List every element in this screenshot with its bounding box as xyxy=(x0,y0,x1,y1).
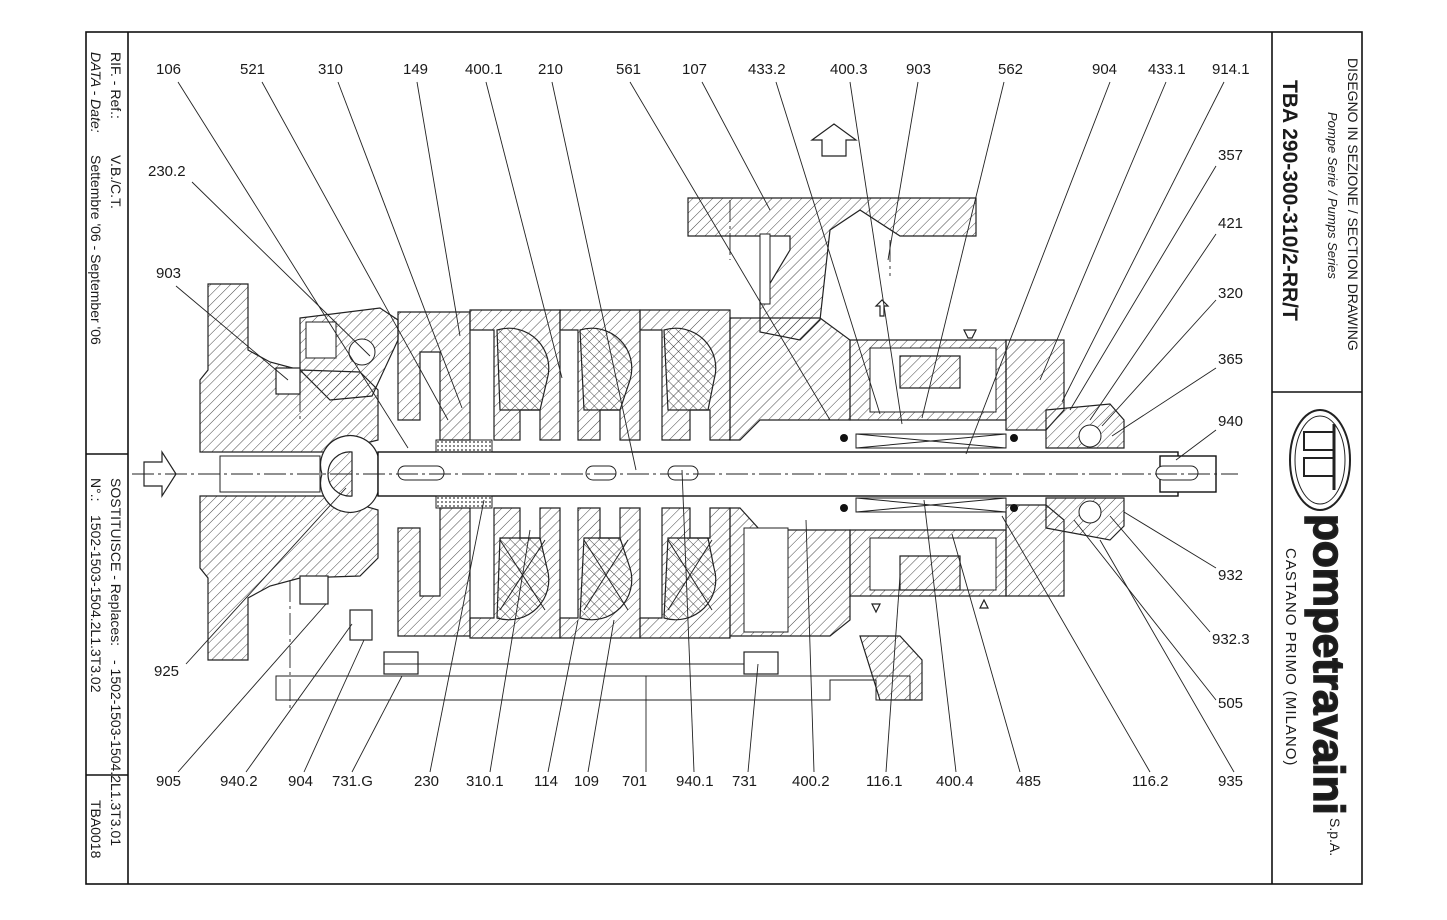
callout-365: 365 xyxy=(1218,351,1243,368)
callout-310-1: 310.1 xyxy=(466,773,504,790)
callouts-left: 230.2 903 925 xyxy=(148,163,186,680)
callout-940-2: 940.2 xyxy=(220,773,258,790)
pump-section xyxy=(132,123,1238,712)
callout-731: 731 xyxy=(732,773,757,790)
left-title-block: RIF. - Ref.: V.B./C.T. DATA - Date: Sett… xyxy=(88,52,124,859)
stage-casings-bottom xyxy=(397,507,731,639)
callout-935: 935 xyxy=(1218,773,1243,790)
right-title-block: DISEGNO IN SEZIONE / SECTION DRAWING Pom… xyxy=(1278,58,1361,856)
company-logo-icon xyxy=(1289,409,1351,511)
callout-932: 932 xyxy=(1218,567,1243,584)
date-value: Settembre '06 - September '06 xyxy=(88,155,104,345)
callout-925: 925 xyxy=(154,663,179,680)
callout-400-2: 400.2 xyxy=(792,773,830,790)
callout-904-top: 904 xyxy=(1092,61,1117,78)
bearing-housing xyxy=(840,299,1125,614)
ref-value: V.B./C.T. xyxy=(108,155,124,209)
callout-230-2: 230.2 xyxy=(148,163,186,180)
callout-914-1: 914.1 xyxy=(1212,61,1250,78)
leader-lines xyxy=(175,81,1235,773)
number-value: 1502-1503-1504.2L1.3T3.02 xyxy=(88,515,104,693)
callout-107: 107 xyxy=(682,61,707,78)
number-label: N°.: xyxy=(88,478,104,502)
callout-400-4: 400.4 xyxy=(936,773,974,790)
model-title: TBA 290-300-310/2-RR/T xyxy=(1278,80,1301,321)
callout-310: 310 xyxy=(318,61,343,78)
callout-561: 561 xyxy=(616,61,641,78)
replaces-value: - 1502-1503-1504.2L1.3T3.01 xyxy=(108,660,124,846)
drawing-heading: DISEGNO IN SEZIONE / SECTION DRAWING xyxy=(1345,58,1361,351)
callout-731-g: 731.G xyxy=(332,773,373,790)
callout-433-1: 433.1 xyxy=(1148,61,1186,78)
callout-485: 485 xyxy=(1016,773,1041,790)
company-location: CASTANO PRIMO (MILANO) xyxy=(1282,548,1299,766)
callout-230: 230 xyxy=(414,773,439,790)
stage-casings-top xyxy=(397,309,731,441)
callout-903-top: 903 xyxy=(906,61,931,78)
drawing-subheading: Pompe Serie / Pumps Series xyxy=(1325,112,1340,279)
replaces-label: SOSTITUISCE - Replaces: xyxy=(108,478,124,646)
callout-903-left: 903 xyxy=(156,265,181,282)
callouts-right: 357 421 320 365 940 932 932.3 505 xyxy=(1212,147,1250,712)
callout-940: 940 xyxy=(1218,413,1243,430)
callout-521: 521 xyxy=(240,61,265,78)
discharge-casing xyxy=(687,123,977,637)
callout-421: 421 xyxy=(1218,215,1243,232)
callout-904-bottom: 904 xyxy=(288,773,313,790)
callout-320: 320 xyxy=(1218,285,1243,302)
date-label: DATA - Date: xyxy=(88,52,104,133)
callouts-top: 106 521 310 149 400.1 210 561 107 433.2 … xyxy=(156,61,1250,78)
callout-505: 505 xyxy=(1218,695,1243,712)
callout-562: 562 xyxy=(998,61,1023,78)
callout-210: 210 xyxy=(538,61,563,78)
callout-701: 701 xyxy=(622,773,647,790)
callout-149: 149 xyxy=(403,61,428,78)
callout-932-3: 932.3 xyxy=(1212,631,1250,648)
company-name: pompetravaini xyxy=(1304,514,1353,815)
callout-400-3: 400.3 xyxy=(830,61,868,78)
discharge-arrow-icon xyxy=(810,123,858,157)
callout-114: 114 xyxy=(534,773,558,790)
callout-116-1: 116.1 xyxy=(866,773,902,790)
callout-940-1: 940.1 xyxy=(676,773,714,790)
callout-106: 106 xyxy=(156,61,181,78)
callout-357: 357 xyxy=(1218,147,1243,164)
tie-rod-foot xyxy=(275,609,923,701)
callout-400-1: 400.1 xyxy=(465,61,503,78)
callout-116-2: 116.2 xyxy=(1132,773,1168,790)
callouts-bottom: 905 940.2 904 731.G 230 310.1 114 109 70… xyxy=(156,773,1243,790)
drawing-code: TBA0018 xyxy=(88,800,104,859)
callout-109: 109 xyxy=(574,773,599,790)
ref-label: RIF. - Ref.: xyxy=(108,52,124,119)
callout-433-2: 433.2 xyxy=(748,61,786,78)
callout-905: 905 xyxy=(156,773,181,790)
company-suffix: S.p.A. xyxy=(1327,818,1343,856)
drawing-frame xyxy=(85,31,1363,885)
